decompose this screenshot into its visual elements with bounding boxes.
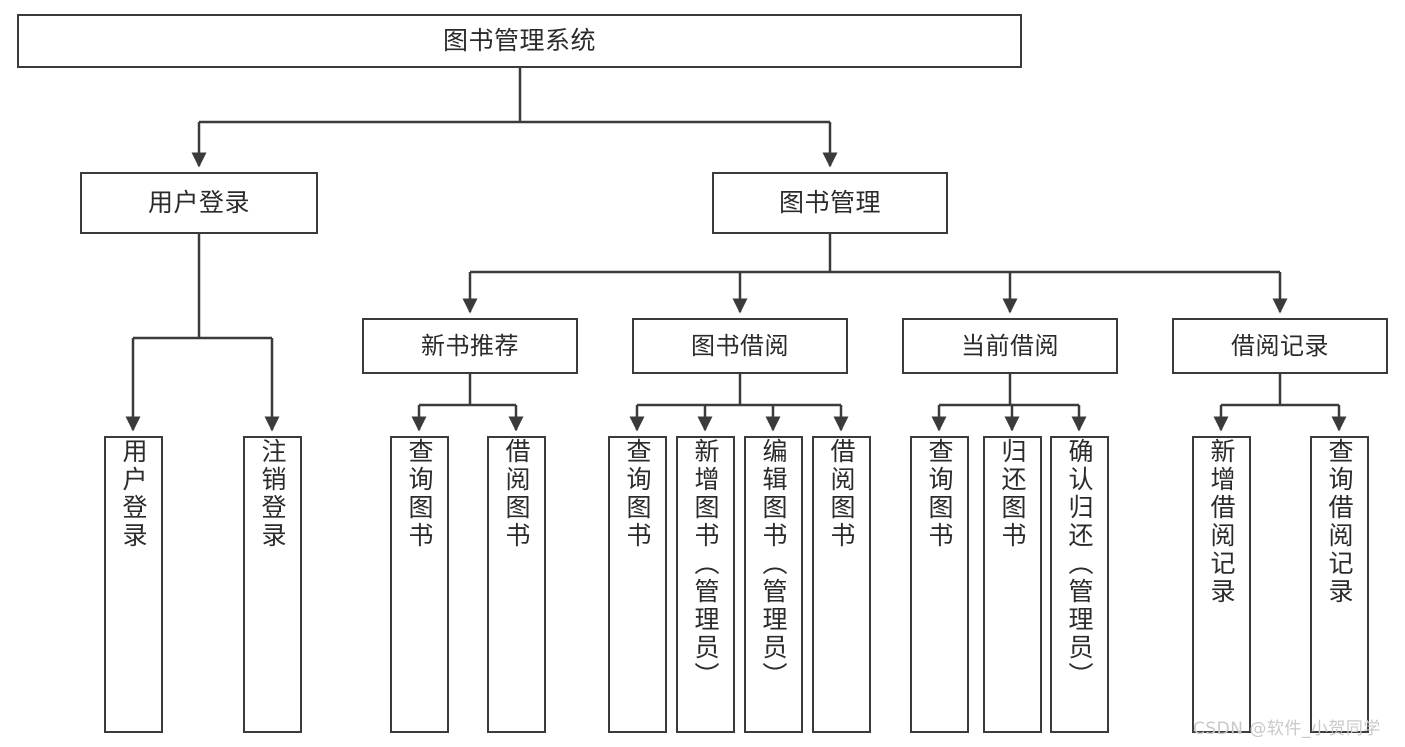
leaf-borrow-book-new-label: 借阅图书 <box>502 438 531 550</box>
leaf-query-book-new-label: 查询图书 <box>405 438 434 550</box>
leaf-query-book-current[interactable]: 查询图书 <box>910 436 969 733</box>
leaf-user-login-label: 用户登录 <box>119 438 148 550</box>
node-user-login-label: 用户登录 <box>147 188 250 218</box>
node-book-borrow-label: 图书借阅 <box>691 331 789 360</box>
leaf-return-book[interactable]: 归还图书 <box>983 436 1042 733</box>
node-current-borrow-label: 当前借阅 <box>961 331 1059 360</box>
leaf-user-logout[interactable]: 注销登录 <box>243 436 302 733</box>
node-book-management-label: 图书管理 <box>778 188 881 218</box>
leaf-query-borrow-record[interactable]: 查询借阅记录 <box>1310 436 1369 733</box>
leaf-edit-book-admin[interactable]: 编辑图书（管理员） <box>744 436 803 733</box>
leaf-borrow-book-label: 借阅图书 <box>827 438 856 550</box>
leaf-borrow-book-new[interactable]: 借阅图书 <box>487 436 546 733</box>
node-book-borrow[interactable]: 图书借阅 <box>632 318 848 374</box>
node-root[interactable]: 图书管理系统 <box>17 14 1022 68</box>
watermark: CSDN @软件_小贺同学 <box>1193 719 1381 739</box>
leaf-query-borrow-record-label: 查询借阅记录 <box>1325 438 1354 606</box>
leaf-query-book-new[interactable]: 查询图书 <box>390 436 449 733</box>
leaf-edit-book-admin-label: 编辑图书（管理员） <box>759 438 788 690</box>
node-borrow-record[interactable]: 借阅记录 <box>1172 318 1388 374</box>
leaf-user-login[interactable]: 用户登录 <box>104 436 163 733</box>
leaf-query-book-current-label: 查询图书 <box>925 438 954 550</box>
leaf-confirm-return-admin[interactable]: 确认归还（管理员） <box>1050 436 1109 733</box>
node-new-book-recommend[interactable]: 新书推荐 <box>362 318 578 374</box>
leaf-add-book-admin-label: 新增图书（管理员） <box>691 438 720 690</box>
leaf-user-logout-label: 注销登录 <box>258 438 287 550</box>
node-new-book-recommend-label: 新书推荐 <box>421 331 519 360</box>
leaf-add-borrow-record-label: 新增借阅记录 <box>1207 438 1236 606</box>
node-book-management[interactable]: 图书管理 <box>712 172 948 234</box>
node-current-borrow[interactable]: 当前借阅 <box>902 318 1118 374</box>
leaf-query-book-borrow[interactable]: 查询图书 <box>608 436 667 733</box>
leaf-borrow-book[interactable]: 借阅图书 <box>812 436 871 733</box>
leaf-add-borrow-record[interactable]: 新增借阅记录 <box>1192 436 1251 733</box>
node-root-label: 图书管理系统 <box>442 26 596 56</box>
leaf-query-book-borrow-label: 查询图书 <box>623 438 652 550</box>
leaf-return-book-label: 归还图书 <box>998 438 1027 550</box>
node-user-login[interactable]: 用户登录 <box>80 172 318 234</box>
leaf-confirm-return-admin-label: 确认归还（管理员） <box>1065 438 1094 690</box>
leaf-add-book-admin[interactable]: 新增图书（管理员） <box>676 436 735 733</box>
node-borrow-record-label: 借阅记录 <box>1231 331 1329 360</box>
